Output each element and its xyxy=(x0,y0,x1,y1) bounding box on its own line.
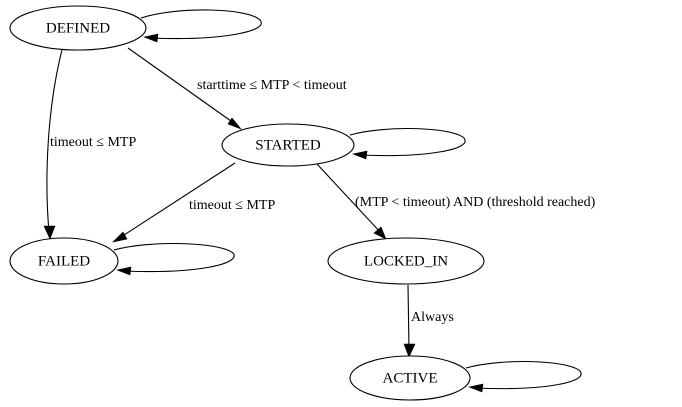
state-node-started[interactable]: STARTED xyxy=(221,123,355,167)
edge-line xyxy=(316,163,383,235)
arrow-head-icon xyxy=(351,150,368,160)
edge-started-to-locked-in: (MTP < timeout) AND (threshold reached) xyxy=(316,163,596,240)
edge-label-started-locked-in: (MTP < timeout) AND (threshold reached) xyxy=(355,195,596,210)
edge-started-to-failed: timeout ≤ MTP xyxy=(112,162,275,243)
edge-defined-to-started: starttime ≤ MTP < timeout xyxy=(127,47,347,130)
self-loop-line xyxy=(140,9,262,40)
state-node-locked-in[interactable]: LOCKED_IN xyxy=(327,237,485,285)
node-ellipse[interactable] xyxy=(9,5,147,51)
node-ellipse[interactable] xyxy=(327,237,485,285)
state-node-failed[interactable]: FAILED xyxy=(9,237,119,285)
arrow-head-icon xyxy=(373,226,387,240)
arrow-head-icon xyxy=(227,117,242,130)
edge-label-defined-started: starttime ≤ MTP < timeout xyxy=(197,78,347,93)
self-loop-defined xyxy=(140,9,262,43)
edge-line xyxy=(127,47,239,127)
self-loop-line xyxy=(349,127,466,157)
edge-label-started-failed: timeout ≤ MTP xyxy=(189,198,275,213)
edge-locked-in-to-active: Always xyxy=(403,284,454,358)
node-ellipse[interactable] xyxy=(9,237,119,285)
arrow-head-icon xyxy=(112,231,128,243)
edge-defined-to-failed: timeout ≤ MTP xyxy=(43,49,136,240)
arrow-head-icon xyxy=(115,266,132,276)
arrow-head-icon xyxy=(142,33,159,43)
self-loop-failed xyxy=(113,242,235,276)
self-loop-line xyxy=(113,242,235,273)
edge-line xyxy=(46,49,63,233)
edge-line xyxy=(117,162,236,240)
state-label-failed: FAILED xyxy=(38,253,90,269)
state-label-started: STARTED xyxy=(255,137,321,153)
node-ellipse[interactable] xyxy=(221,123,355,167)
edge-line xyxy=(407,284,410,351)
state-node-active[interactable]: ACTIVE xyxy=(349,355,471,401)
self-loop-line xyxy=(465,360,582,390)
state-label-defined: DEFINED xyxy=(46,20,110,36)
arrow-head-icon xyxy=(403,343,416,358)
node-ellipse[interactable] xyxy=(349,355,471,401)
arrow-head-icon xyxy=(467,383,484,393)
self-loop-started xyxy=(349,127,466,160)
state-node-defined[interactable]: DEFINED xyxy=(9,5,147,51)
self-loop-active xyxy=(465,360,582,393)
state-label-locked-in: LOCKED_IN xyxy=(364,253,448,269)
edge-label-defined-failed: timeout ≤ MTP xyxy=(50,135,136,150)
edge-label-locked-in-active: Always xyxy=(411,310,454,325)
arrow-head-icon xyxy=(43,225,56,240)
state-label-active: ACTIVE xyxy=(383,370,438,386)
